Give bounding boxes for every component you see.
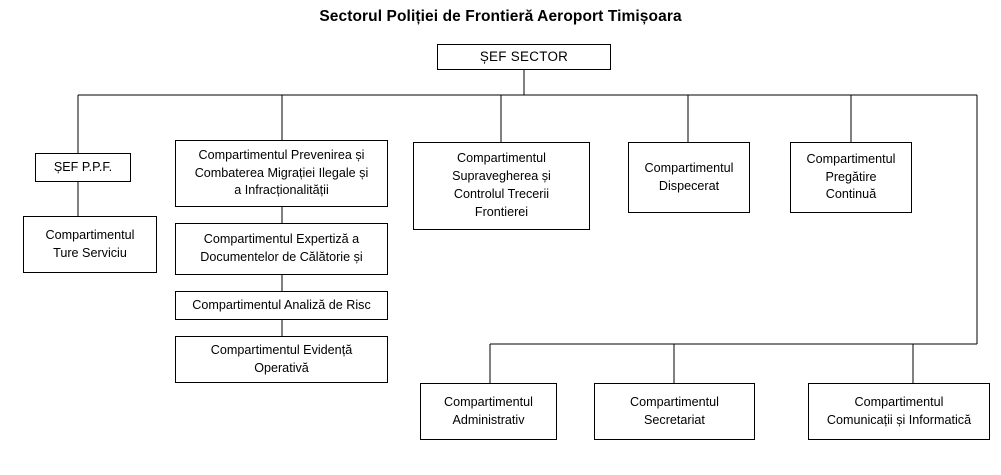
- node-compartimentul-analiza-de-risc[interactable]: Compartimentul Analiză de Risc: [175, 291, 388, 320]
- node-compartimentul-dispecerat[interactable]: Compartimentul Dispecerat: [628, 142, 750, 213]
- node-compartimentul-comunicatii-informatica[interactable]: Compartimentul Comunicații și Informatic…: [808, 383, 990, 440]
- node-sef-sector[interactable]: ȘEF SECTOR: [437, 44, 611, 70]
- node-compartimentul-secretariat[interactable]: Compartimentul Secretariat: [594, 383, 755, 440]
- node-compartimentul-pregatire-continua[interactable]: Compartimentul Pregătire Continuă: [790, 142, 912, 213]
- node-compartimentul-administrativ[interactable]: Compartimentul Administrativ: [420, 383, 557, 440]
- node-compartimentul-ture-serviciu[interactable]: Compartimentul Ture Serviciu: [23, 216, 157, 273]
- page-title: Sectorul Poliției de Frontieră Aeroport …: [319, 8, 682, 25]
- node-sef-ppf[interactable]: ȘEF P.P.F.: [35, 153, 131, 182]
- node-compartimentul-evidenta-operativa[interactable]: Compartimentul Evidență Operativă: [175, 336, 388, 383]
- node-compartimentul-prevenirea-combaterea-migratiei[interactable]: Compartimentul Prevenirea și Combaterea …: [175, 140, 388, 207]
- node-compartimentul-expertiza-documentelor[interactable]: Compartimentul Expertiză a Documentelor …: [175, 223, 388, 275]
- node-compartimentul-supravegherea-controlul-trecerii[interactable]: Compartimentul Supravegherea și Controlu…: [413, 142, 590, 230]
